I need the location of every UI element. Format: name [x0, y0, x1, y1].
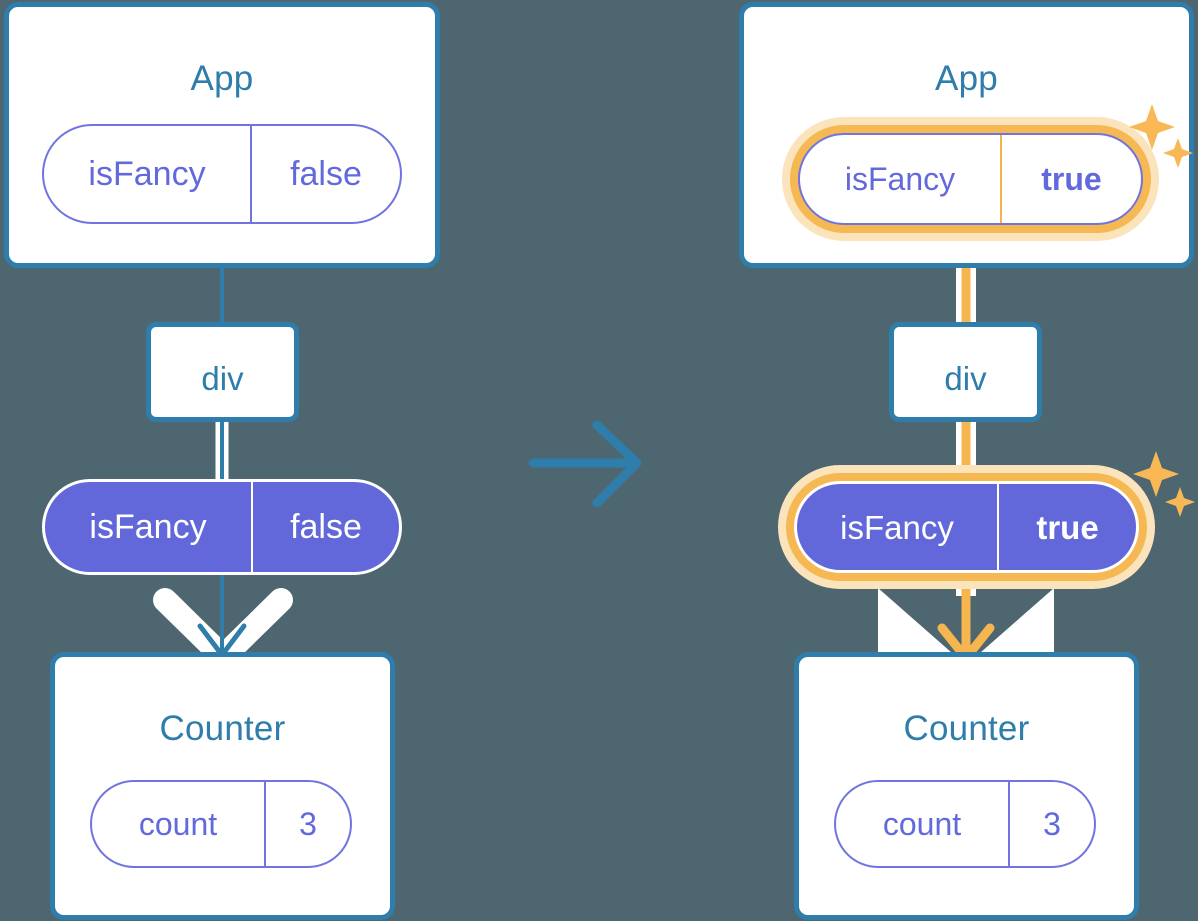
- counter-state-pill-before[interactable]: count 3: [90, 780, 352, 868]
- prop-key: isFancy: [840, 508, 954, 546]
- prop-value: true: [997, 484, 1136, 570]
- app-state-key: isFancy: [844, 161, 956, 197]
- counter-state-value: 3: [1008, 782, 1094, 866]
- app-state-key: isFancy: [88, 155, 206, 193]
- counter-state-key: count: [138, 806, 218, 842]
- app-state-pill-before[interactable]: isFancy false: [42, 124, 402, 224]
- div-label: div: [944, 360, 987, 397]
- div-element-box-after: div: [889, 322, 1042, 422]
- transition-arrow-icon: [528, 420, 642, 508]
- counter-state-pill-after[interactable]: count 3: [834, 780, 1096, 868]
- prop-pill-after[interactable]: isFancy true: [794, 481, 1139, 573]
- app-state-pill-after[interactable]: isFancy true: [798, 133, 1143, 225]
- counter-title: Counter: [159, 709, 286, 748]
- app-state-value: false: [250, 126, 400, 222]
- prop-key: isFancy: [89, 508, 207, 546]
- div-element-box-before: div: [146, 322, 299, 422]
- app-state-value: true: [1000, 135, 1141, 223]
- prop-value: false: [251, 482, 399, 572]
- counter-title: Counter: [903, 709, 1030, 748]
- counter-state-value: 3: [264, 782, 350, 866]
- prop-pill-before[interactable]: isFancy false: [42, 479, 402, 575]
- app-title: App: [190, 59, 254, 98]
- div-label: div: [201, 360, 244, 397]
- app-title: App: [935, 59, 998, 98]
- counter-state-key: count: [882, 806, 962, 842]
